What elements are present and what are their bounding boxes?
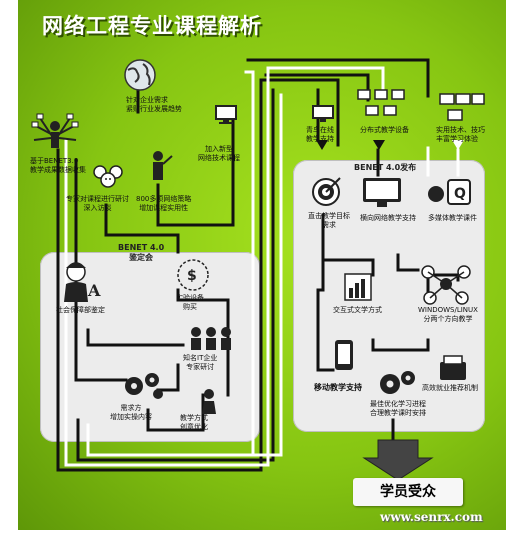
label-social-guard: 社会保障部鉴定 <box>56 306 105 314</box>
label-multimedia: 多媒体教学课件 <box>428 214 477 222</box>
label-qingniao: 青鸟在线教学支持 <box>306 126 334 143</box>
label-new-courses: 加入新型网络技术课程 <box>198 145 240 162</box>
connector-lines <box>56 58 464 481</box>
globe-icon <box>124 59 156 91</box>
label-expert-interview: 专家对课程进行研讨深入访谈 <box>66 195 129 212</box>
label-interactive: 交互式文学方式 <box>333 306 382 314</box>
target-icon <box>312 177 341 206</box>
gears-icon <box>125 373 163 399</box>
watermark: www.senrx.com <box>380 510 483 524</box>
laptops-icon <box>357 89 405 116</box>
page-title: 网络工程专业课程解析 <box>42 14 262 38</box>
label-enterprise-needs: 针对企业需求紧贴行业发展趋势 <box>126 96 182 113</box>
tablet-icon <box>335 340 353 370</box>
label-optimized: 最佳优化学习进程合理教学课时安排 <box>370 400 426 417</box>
label-it-experts: 知名IT企业专家研讨 <box>183 354 218 371</box>
wallet-icon <box>440 355 466 380</box>
display-icon <box>363 178 401 207</box>
officer-icon: A <box>64 262 101 302</box>
octopus-person-icon <box>31 113 79 148</box>
svg-text:$: $ <box>187 268 197 284</box>
label-teaching-opt: 教学方式创意优化 <box>180 414 208 431</box>
label-needs-add: 需求方增加实操内容 <box>110 404 152 421</box>
people-icon <box>202 389 216 414</box>
presenter-icon <box>153 151 173 180</box>
right-panel-header: BENET 4.0发布 <box>354 163 417 172</box>
chart-icon <box>344 273 372 301</box>
svg-text:Q: Q <box>454 186 466 202</box>
label-mobile: 移动教学支持 <box>314 383 362 392</box>
label-employment: 高效就业推荐机制 <box>422 384 478 392</box>
gears-icon <box>380 371 415 394</box>
meeting-icon <box>191 327 231 350</box>
result-box: 学员受众 <box>353 478 463 506</box>
label-distributed: 分布式教学设备 <box>360 126 409 134</box>
label-target-teaching: 直击教学目标需求 <box>308 212 350 229</box>
money-gears-icon: $ <box>177 259 209 291</box>
monitors-icon <box>312 105 334 122</box>
svg-text:A: A <box>87 281 101 300</box>
computer-icon <box>439 93 485 121</box>
label-cases: 800多项网络策略增加课程实用性 <box>136 195 192 212</box>
network-icon <box>421 265 471 305</box>
media-icon: Q <box>428 179 471 205</box>
team-icon <box>93 165 123 188</box>
label-practical: 实用技术、技巧丰富学习体验 <box>436 126 485 143</box>
label-horizontal: 横向网络教学支持 <box>360 214 416 222</box>
diagram-canvas: 网络工程专业课程解析 <box>18 0 506 530</box>
label-equipment: 实验设备购买 <box>176 294 204 311</box>
computer-icon <box>215 105 237 124</box>
